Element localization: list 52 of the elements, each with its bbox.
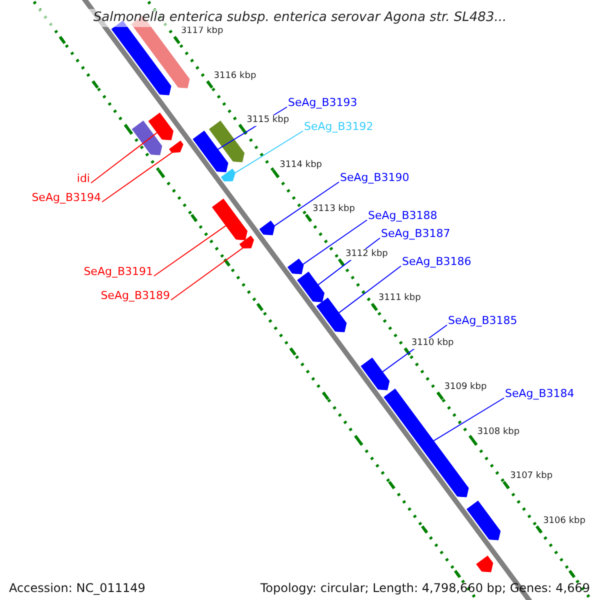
- gene-label: SeAg_B3189: [100, 289, 170, 303]
- gene-label: SeAg_B3188: [368, 209, 438, 223]
- gene-label: SeAg_B3194: [32, 191, 101, 205]
- gene-feature: [466, 500, 501, 540]
- tick-label: 3109 kbp: [444, 382, 487, 393]
- leader-line: [102, 152, 172, 202]
- tick-label: 3108 kbp: [477, 426, 520, 438]
- gene-label: SeAg_B3187: [381, 227, 450, 241]
- tick-label: 3116 kbp: [214, 70, 256, 82]
- leader-line: [274, 182, 340, 226]
- gene-feature: [476, 556, 494, 572]
- gene-feature: [384, 388, 469, 498]
- leader-line: [154, 225, 226, 276]
- gene-feature: [220, 168, 236, 182]
- gene-feature: [297, 272, 324, 302]
- gene-label: SeAg_B3192: [304, 120, 374, 134]
- gene-feature: [287, 258, 304, 274]
- gene-label: idi: [76, 172, 90, 186]
- gene-feature: [316, 298, 347, 332]
- tick-label: 3111 kbp: [378, 293, 421, 304]
- gene-feature: [212, 198, 248, 240]
- leader-line: [170, 248, 244, 300]
- gene-label: SeAg_B3190: [340, 171, 410, 185]
- gene-feature: [239, 236, 254, 248]
- gene-feature: [169, 140, 184, 153]
- gene-label: SeAg_B3186: [402, 255, 472, 269]
- leader-line: [338, 266, 402, 314]
- gene-feature: [132, 120, 162, 156]
- gene-label: SeAg_B3191: [84, 265, 153, 279]
- gene-label: SeAg_B3185: [448, 314, 518, 328]
- gene-label: SeAg_B3184: [505, 387, 574, 401]
- tick-label: 3112 kbp: [345, 248, 388, 260]
- gene-feature: [360, 358, 390, 390]
- leader-line: [90, 132, 158, 184]
- accession-text: Accession: NC_011149: [9, 581, 146, 595]
- tick-label: 3117 kbp: [180, 26, 224, 37]
- gene-label: SeAg_B3193: [288, 96, 358, 110]
- gene-feature: [208, 120, 245, 162]
- tick-label: 3107 kbp: [510, 471, 553, 482]
- tick-label: 3115 kbp: [246, 115, 290, 126]
- gene-feature: [259, 220, 275, 236]
- gene-feature: [192, 130, 228, 172]
- leader-line: [234, 130, 304, 174]
- tick-label: 3110 kbp: [411, 338, 454, 348]
- tick-label: 3113 kbp: [312, 204, 355, 215]
- leader-line: [302, 220, 368, 265]
- gene-feature: [148, 112, 174, 140]
- tick-label: 3114 kbp: [280, 160, 322, 170]
- genome-summary: Topology: circular; Length: 4,798,660 bp; Genes: 4,669: [260, 581, 590, 595]
- tick-label: 3106 kbp: [543, 516, 586, 526]
- leader-line: [433, 398, 504, 442]
- gene-feature: [111, 20, 172, 96]
